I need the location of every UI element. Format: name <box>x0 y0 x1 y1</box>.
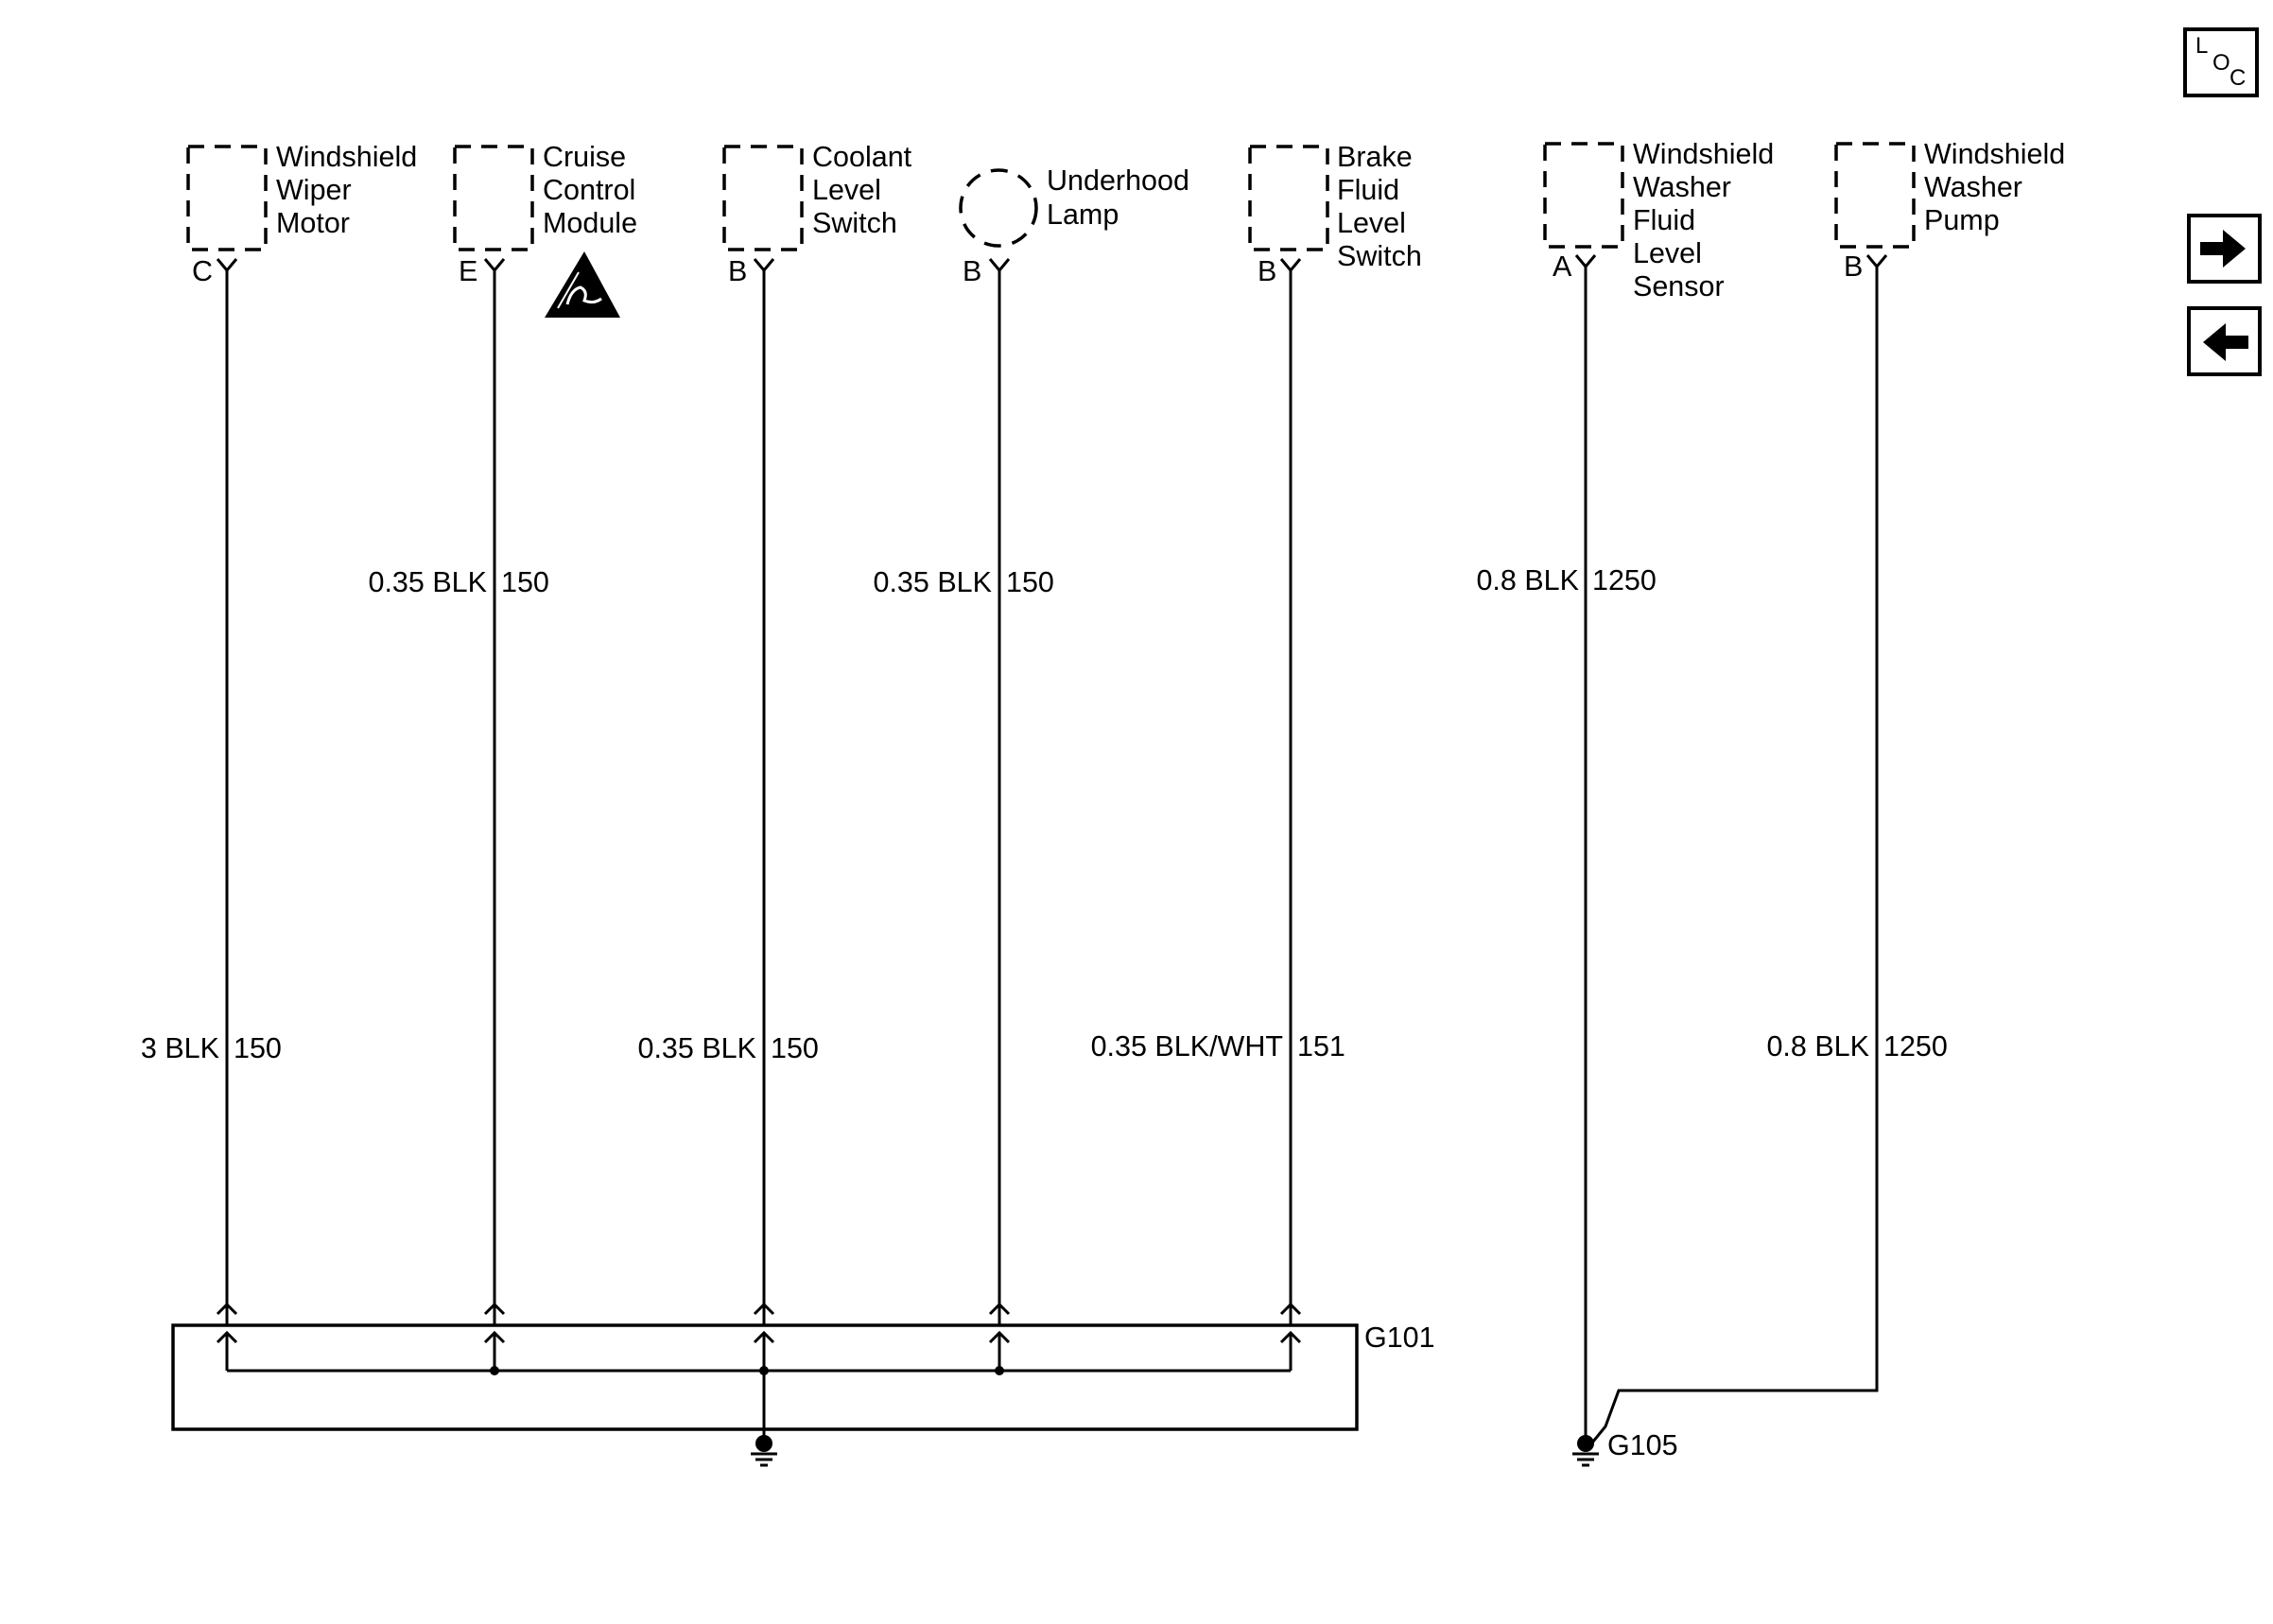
label-line: Brake <box>1337 141 1413 173</box>
circuit-number-label: 1250 <box>1883 1030 1948 1063</box>
splice-dot <box>759 1366 769 1375</box>
label-line: Motor <box>276 207 350 239</box>
next-page-button[interactable] <box>2187 214 2262 284</box>
pin-label: C <box>192 255 213 287</box>
label-line: Switch <box>1337 240 1422 272</box>
esd-warning-icon <box>545 251 620 318</box>
pin-label: E <box>459 255 477 287</box>
wire-spec-label: 0.35 BLK/WHT <box>1091 1030 1283 1063</box>
component-windshield-washer-pump: Windshield Washer Pump B <box>1834 138 2065 283</box>
loc-letter: C <box>2230 65 2246 91</box>
arrow-left-icon <box>2203 323 2248 361</box>
splice-dot <box>995 1366 1004 1375</box>
wire-spec-label: 0.8 BLK <box>1476 564 1579 596</box>
wire-pump <box>1591 267 1879 1443</box>
circuit-number-label: 150 <box>234 1032 282 1064</box>
wire-labels: 0.35 BLK 150 0.35 BLK 150 0.8 BLK 1250 3… <box>141 564 1948 1064</box>
circuit-number-label: 151 <box>1297 1030 1345 1063</box>
component-cruise-control-module: Cruise Control Module E <box>453 141 637 318</box>
label-line: Windshield <box>276 141 417 173</box>
component-locator-icon[interactable] <box>2183 27 2259 97</box>
label-line: Module <box>543 207 637 239</box>
label-line: Washer <box>1924 171 2022 203</box>
pin-label: A <box>1553 251 1572 283</box>
ground-label-g101: G101 <box>1364 1322 1435 1354</box>
circuit-number-label: 1250 <box>1592 564 1657 596</box>
wire-spec-label: 3 BLK <box>141 1032 219 1064</box>
label-line: Windshield <box>1633 138 1774 170</box>
circuit-number-label: 150 <box>771 1032 819 1064</box>
ground-icon <box>1572 1435 1599 1467</box>
label-line: Coolant <box>812 141 912 173</box>
component-brake-fluid-level-switch: Brake Fluid Level Switch B <box>1248 141 1422 287</box>
loc-letter: L <box>2195 33 2208 59</box>
pin-label: B <box>963 255 981 287</box>
arrow-right-icon <box>2200 230 2246 268</box>
component-coolant-level-switch: Coolant Level Switch B <box>722 141 912 287</box>
ground-label-g105: G105 <box>1607 1429 1678 1461</box>
component-windshield-wiper-motor: Windshield Wiper Motor C <box>186 141 417 287</box>
label-line: Wiper <box>276 174 352 206</box>
label-line: Sensor <box>1633 270 1725 302</box>
label-line: Switch <box>812 207 897 239</box>
splice-dot <box>490 1366 499 1375</box>
label-line: Level <box>1337 207 1406 239</box>
label-line: Washer <box>1633 171 1731 203</box>
label-line: Fluid <box>1337 174 1399 206</box>
circuit-number-label: 150 <box>501 566 549 598</box>
ground-block-g101: G101 <box>171 1322 1435 1442</box>
label-line: Lamp <box>1047 199 1119 231</box>
label-line: Cruise <box>543 141 626 173</box>
pin-label: B <box>728 255 747 287</box>
label-line: Level <box>1633 237 1702 269</box>
ground-g105: G105 <box>1572 1429 1678 1467</box>
wire-spec-label: 0.35 BLK <box>638 1032 757 1064</box>
component-locator-button[interactable]: L O C <box>2183 27 2259 97</box>
label-line: Level <box>812 174 881 206</box>
label-line: Windshield <box>1924 138 2065 170</box>
pin-label: B <box>1844 251 1863 283</box>
ground-icon <box>751 1435 777 1467</box>
label-line: Control <box>543 174 635 206</box>
label-line: Underhood <box>1047 164 1189 197</box>
wires <box>225 267 1879 1443</box>
label-line: Pump <box>1924 204 2000 236</box>
previous-page-button[interactable] <box>2187 306 2262 376</box>
component-windshield-washer-fluid-level-sensor: Windshield Washer Fluid Level Sensor A <box>1543 138 1774 302</box>
wire-spec-label: 0.35 BLK <box>874 566 993 598</box>
wire-spec-label: 0.8 BLK <box>1766 1030 1869 1063</box>
splice-connectors <box>216 1302 1302 1344</box>
component-underhood-lamp: Underhood Lamp B <box>959 164 1189 287</box>
wire-spec-label: 0.35 BLK <box>369 566 488 598</box>
pin-label: B <box>1258 255 1276 287</box>
loc-letter: O <box>2212 50 2230 76</box>
label-line: Fluid <box>1633 204 1695 236</box>
circuit-number-label: 150 <box>1006 566 1054 598</box>
